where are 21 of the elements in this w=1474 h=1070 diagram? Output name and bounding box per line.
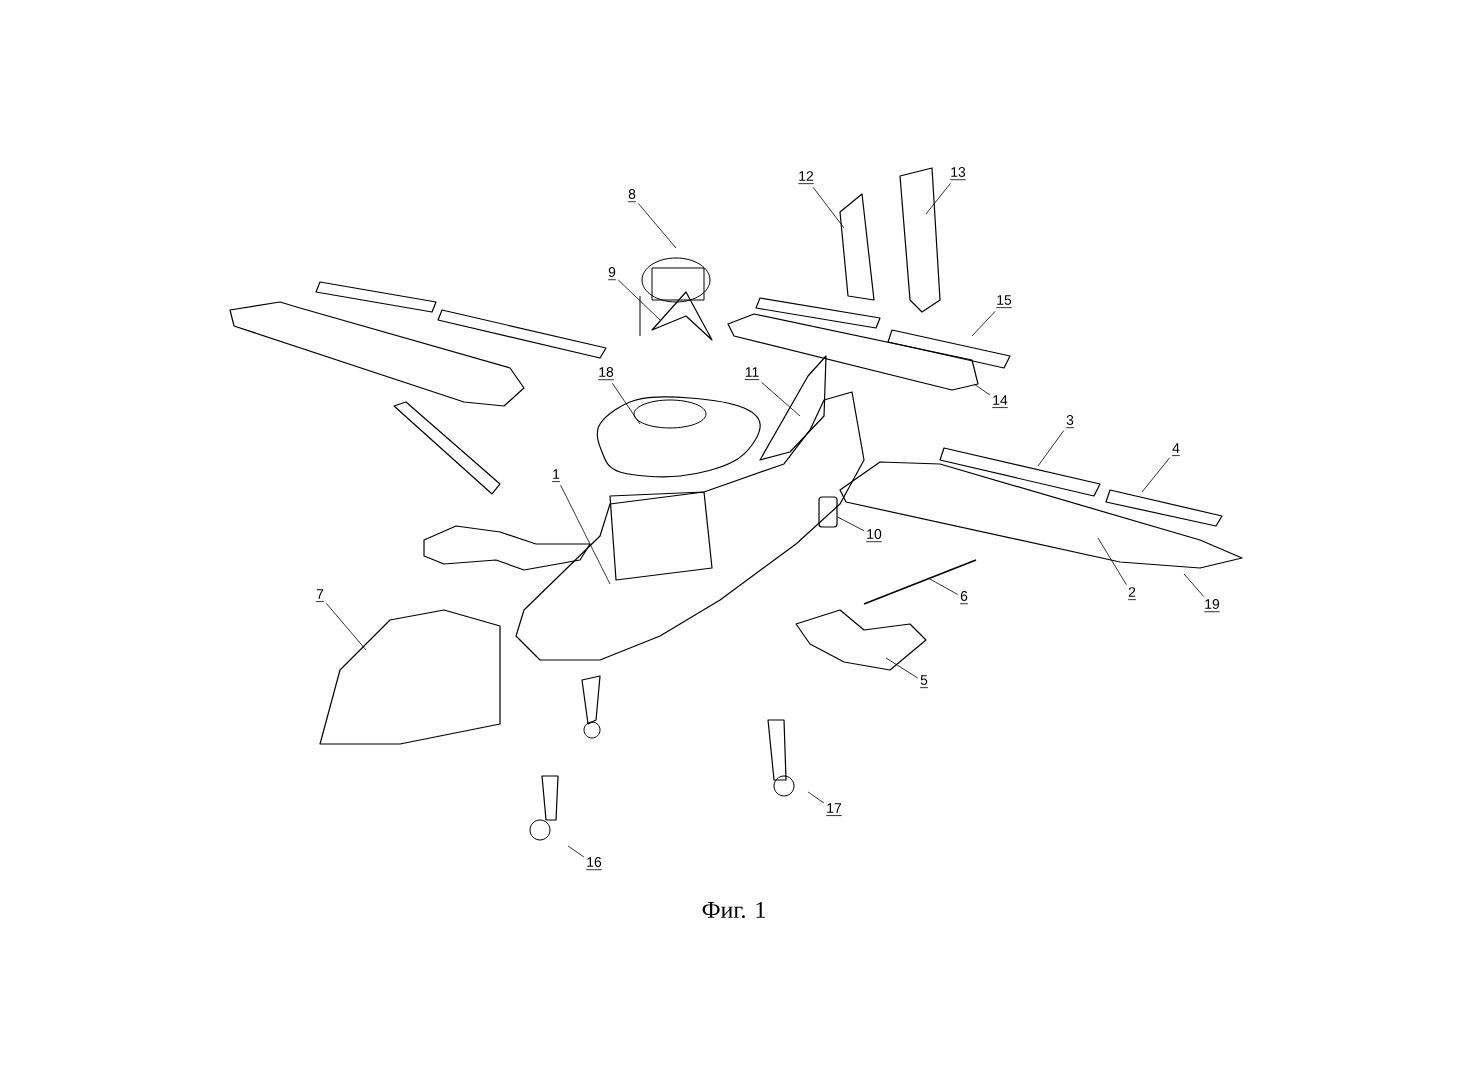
figure-caption: Фиг. 1 bbox=[702, 901, 765, 919]
leader-line bbox=[973, 383, 991, 396]
leader-line bbox=[1037, 430, 1065, 467]
leader-line bbox=[971, 310, 996, 337]
leader-line bbox=[927, 577, 959, 595]
leader-line bbox=[837, 516, 865, 532]
leader-line bbox=[611, 382, 641, 425]
leader-line bbox=[617, 279, 661, 321]
leader-line bbox=[1097, 537, 1127, 586]
leader-line bbox=[1183, 573, 1205, 598]
leader-line bbox=[567, 845, 585, 858]
leader-line bbox=[925, 182, 951, 215]
leader-line bbox=[807, 791, 825, 804]
leader-line bbox=[1141, 457, 1171, 493]
leader-line bbox=[637, 203, 677, 249]
leader-line bbox=[885, 657, 919, 679]
leader-line bbox=[560, 484, 611, 585]
leader-line bbox=[761, 382, 801, 417]
leader-line bbox=[325, 602, 367, 651]
part-drawing bbox=[818, 496, 838, 528]
leader-line bbox=[812, 186, 845, 229]
